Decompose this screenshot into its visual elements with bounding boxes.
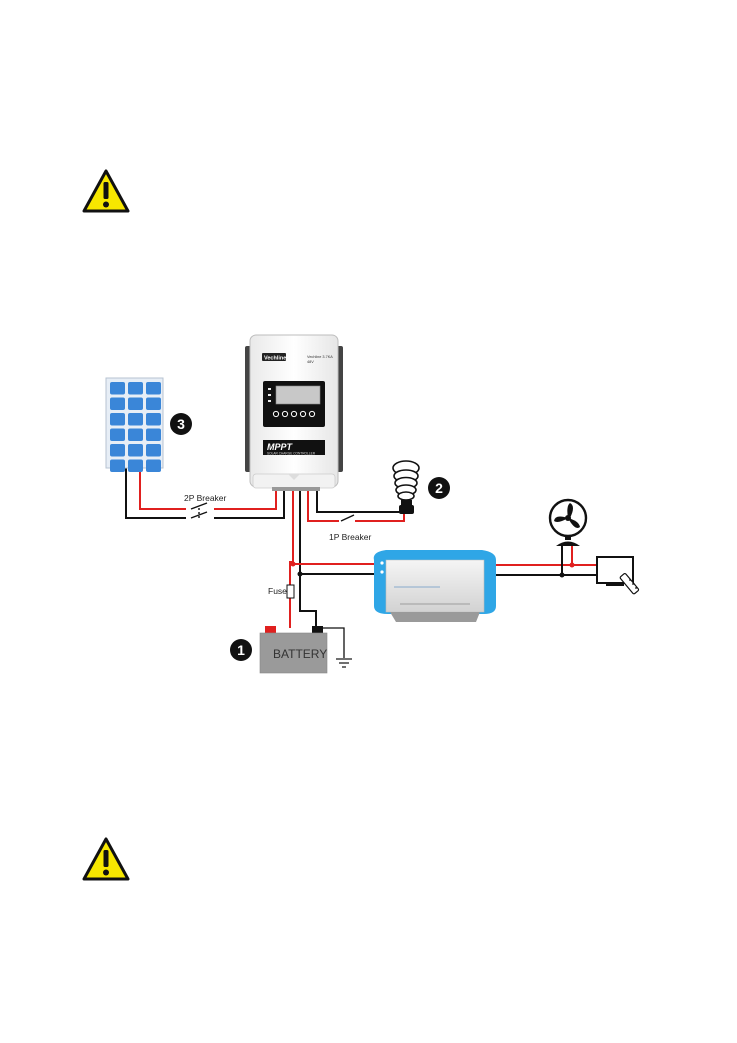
solar-cell bbox=[146, 444, 161, 457]
solar-cell bbox=[110, 460, 125, 473]
fuse bbox=[287, 585, 294, 598]
solar-panel bbox=[106, 378, 163, 472]
battery: BATTERY bbox=[260, 626, 327, 673]
solar-cell bbox=[128, 444, 143, 457]
controller-brand: Vechline bbox=[264, 356, 286, 362]
solar-cell bbox=[128, 398, 143, 411]
tv-icon bbox=[597, 557, 639, 594]
controller-subtitle: SOLAR CHARGE CONTROLLER bbox=[267, 452, 316, 456]
solar-cell bbox=[128, 460, 143, 473]
svg-text:2: 2 bbox=[435, 480, 443, 496]
solar-cell bbox=[128, 429, 143, 442]
breaker-2p-label: 2P Breaker bbox=[184, 493, 227, 503]
controller-model: Vechline 3.7KA bbox=[307, 355, 333, 359]
solar-cell bbox=[146, 382, 161, 395]
solar-cell bbox=[146, 460, 161, 473]
svg-text:3: 3 bbox=[177, 416, 185, 432]
breaker-2p bbox=[186, 503, 214, 525]
mppt-controller: Vechline Vechline 3.7KA 48V MPPT SOLAR C… bbox=[245, 335, 343, 491]
solar-cell bbox=[110, 444, 125, 457]
solar-cell bbox=[146, 413, 161, 426]
solar-cell bbox=[128, 413, 143, 426]
marker-solar: 3 bbox=[170, 413, 192, 435]
controller-title: MPPT bbox=[267, 442, 294, 452]
solar-cell bbox=[110, 413, 125, 426]
solar-cell bbox=[146, 429, 161, 442]
bulb-icon bbox=[393, 461, 419, 514]
breaker-1p bbox=[339, 515, 355, 525]
fuse-label: Fuse bbox=[268, 586, 287, 596]
inverter bbox=[374, 550, 496, 622]
breaker-1p-label: 1P Breaker bbox=[329, 532, 372, 542]
solar-cell bbox=[110, 398, 125, 411]
controller-model-sub: 48V bbox=[307, 360, 314, 364]
ground-symbol bbox=[336, 659, 352, 667]
fan-icon bbox=[550, 500, 586, 546]
solar-cell bbox=[110, 429, 125, 442]
battery-label: BATTERY bbox=[273, 647, 327, 661]
marker-battery: 1 bbox=[230, 639, 252, 661]
solar-cell bbox=[146, 398, 161, 411]
svg-text:1: 1 bbox=[237, 642, 245, 658]
marker-load: 2 bbox=[428, 477, 450, 499]
solar-cell bbox=[110, 382, 125, 395]
solar-cell bbox=[128, 382, 143, 395]
